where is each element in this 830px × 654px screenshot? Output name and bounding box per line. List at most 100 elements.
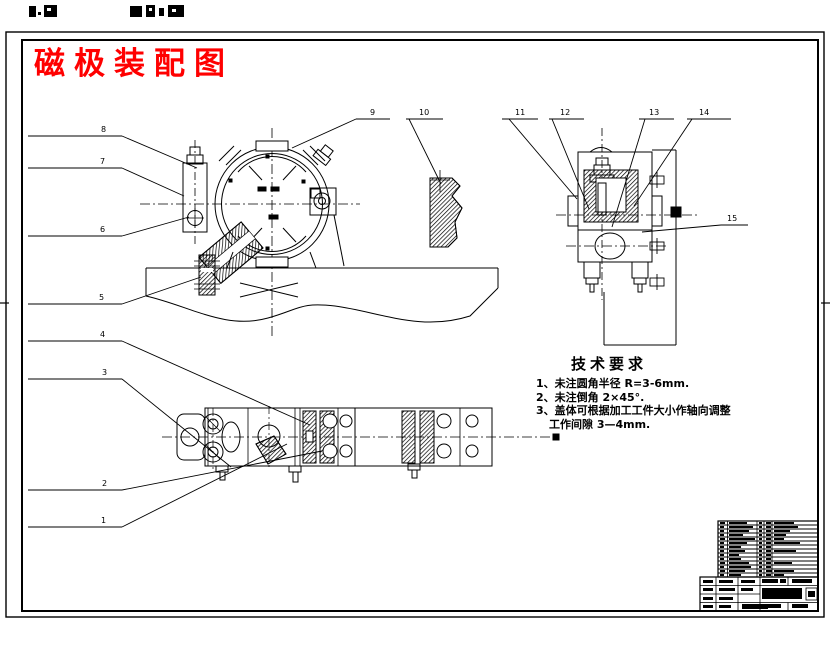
illegible-text-blob [774,537,784,541]
section-detail [429,170,463,248]
illegible-text-blob [774,525,798,529]
illegible-text-blob [719,569,725,573]
illegible-text-blob [758,521,762,525]
illegible-text-blob [758,533,762,537]
illegible-text-blob [719,545,724,549]
illegible-text-blob [719,565,724,569]
balloon-label: 10 [419,108,429,117]
illegible-text-blob [719,557,724,561]
illegible-text-blob [808,591,815,597]
illegible-text-blob [719,533,724,537]
illegible-text-blob [758,557,762,561]
illegible-text-blob [765,569,772,573]
balloon-label: 3 [102,368,107,377]
bottom-view [162,406,560,483]
illegible-text-blob [729,541,747,545]
illegible-text-blob [765,565,771,569]
illegible-text-blob [765,545,771,549]
illegible-text-blob [758,529,762,533]
illegible-text-blob [758,565,762,569]
illegible-text-blob [774,573,784,577]
balloon-label: 12 [560,108,570,117]
illegible-text-blob [729,545,741,549]
balloon-label: 15 [727,214,737,223]
illegible-text-blob [719,529,724,533]
illegible-text-blob [719,588,735,591]
illegible-text-blob [703,588,713,591]
leader-line [551,118,590,210]
leader-line [121,276,202,305]
illegible-text-blob [765,553,771,557]
leader-line [408,118,442,185]
illegible-text-blob [762,588,802,599]
tech-requirements-heading: 技术要求 [571,355,648,373]
illegible-text-blob [719,537,725,541]
illegible-text-blob [758,569,762,573]
tech-requirement-line: 2、未注倒角 2×45°. [536,390,645,404]
balloon-label: 14 [699,108,709,117]
left-clamp-bolt [182,140,208,245]
illegible-text-blob [719,525,724,529]
illegible-text-blob [758,525,762,529]
illegible-text-blob [762,579,778,583]
illegible-text-blob [774,521,794,525]
illegible-text-blob [765,557,771,561]
hatched-pin [194,254,220,296]
illegible-text-blob [774,561,792,565]
illegible-text-blob [742,604,768,609]
leader-line [121,135,198,169]
illegible-text-blob [729,521,747,525]
illegible-text-blob [719,605,731,608]
leader-line [121,443,288,528]
leader-line [121,340,311,426]
illegible-text-blob [765,549,771,553]
leader-line [121,167,185,197]
illegible-text-blob [758,573,762,577]
illegible-text-blob [774,549,796,553]
illegible-text-blob [774,529,790,533]
illegible-text-blob [703,605,713,608]
tech-requirement-line: 3、盖体可根据加工工件大小作轴向调整 [536,404,731,417]
leader-line [633,118,693,207]
drawing-title: 磁极装配图 [34,46,234,82]
front-view [140,128,499,336]
illegible-text-blob [792,604,808,608]
illegible-text-blob [774,569,794,573]
illegible-text-blob [792,579,812,583]
illegible-text-blob [719,597,733,600]
illegible-text-blob [729,537,755,541]
illegible-text-blob [758,549,762,553]
tech-requirement-line: 工作间隙 3—4mm. [549,417,651,431]
leader-line [611,118,646,228]
illegible-text-blob [719,553,724,557]
illegible-text-blob [729,565,751,569]
illegible-text-blob [741,580,755,583]
illegible-text-blob [765,541,771,545]
illegible-text-blob [729,549,745,553]
balloon-label: 5 [99,293,104,302]
balloon-label: 13 [649,108,659,117]
illegible-text-blob [758,545,762,549]
illegible-text-blob [780,579,786,583]
illegible-text-blob [765,561,771,565]
illegible-text-blob [719,541,724,545]
illegible-text-blob [774,541,800,545]
illegible-text-blob [719,573,724,577]
illegible-text-blob [765,573,771,577]
illegible-text-blob [758,561,762,565]
illegible-text-blob [729,557,741,561]
illegible-text-blob [729,553,739,557]
leader-line [121,450,323,491]
illegible-text-blob [719,549,724,553]
balloon-label: 4 [100,330,105,339]
illegible-text-blob [765,533,771,537]
illegible-text-blob [765,537,771,541]
balloon-label: 7 [100,157,105,166]
illegible-text-blob [765,525,771,529]
leader-line [291,118,357,149]
illegible-text-blob [729,529,749,533]
illegible-text-blob [703,597,713,600]
illegible-text-blob [729,525,753,529]
balloon-label: 8 [101,125,106,134]
